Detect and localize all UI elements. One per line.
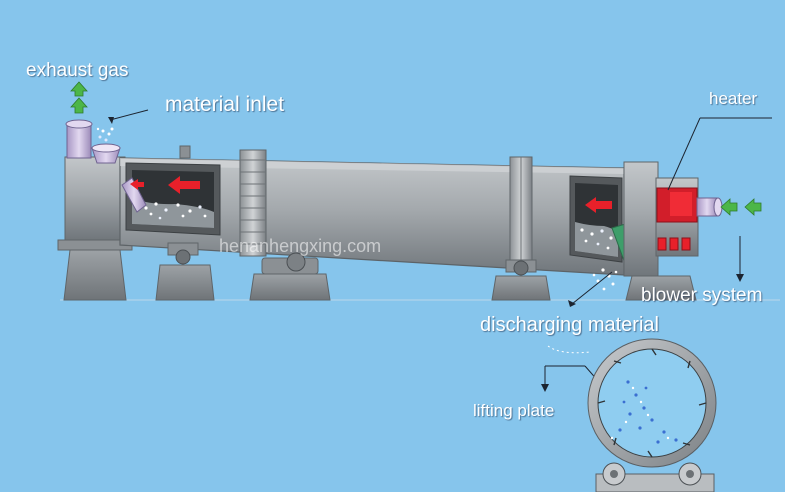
tumbling-particles [618, 380, 678, 444]
label-discharging-material: discharging material [480, 314, 659, 336]
girth-gear [239, 149, 267, 257]
label-exhaust-gas: exhaust gas [26, 60, 129, 81]
air-in-arrow-icon [744, 198, 762, 216]
inlet-leader [109, 109, 149, 121]
drum-lug [179, 145, 191, 159]
dashed-guide [547, 345, 591, 354]
label-heater: heater [709, 89, 758, 108]
drum-cross-section [587, 338, 717, 492]
label-lifting-plate: lifting plate [473, 401, 555, 420]
watermark-text: henanhengxing.com [219, 236, 382, 256]
support-roller-left [155, 242, 215, 301]
heater-housing [623, 161, 699, 301]
drum-cutaway-inlet [121, 162, 221, 236]
feed-end-housing [57, 156, 133, 301]
feed-hopper [91, 127, 121, 164]
lifting-plates [597, 348, 707, 458]
tyre-ring-right [509, 156, 533, 268]
bright-particles [610, 386, 670, 440]
air-in-arrow-icon [720, 198, 738, 216]
discharge-leader [571, 271, 613, 305]
support-roller-right [491, 259, 551, 301]
exhaust-up-arrow-icon [70, 97, 88, 114]
exhaust-up-arrow-icon [70, 81, 88, 97]
exhaust-pipe [65, 119, 93, 159]
drum-cutaway-outlet [569, 175, 645, 267]
label-material-inlet: material inlet [165, 93, 285, 116]
flow-arrows [70, 81, 762, 216]
label-blower-system: blower system [641, 285, 763, 306]
drive-motor [249, 252, 331, 301]
hot-gas-arrow-left [168, 176, 200, 194]
burner-nozzle [696, 197, 723, 217]
